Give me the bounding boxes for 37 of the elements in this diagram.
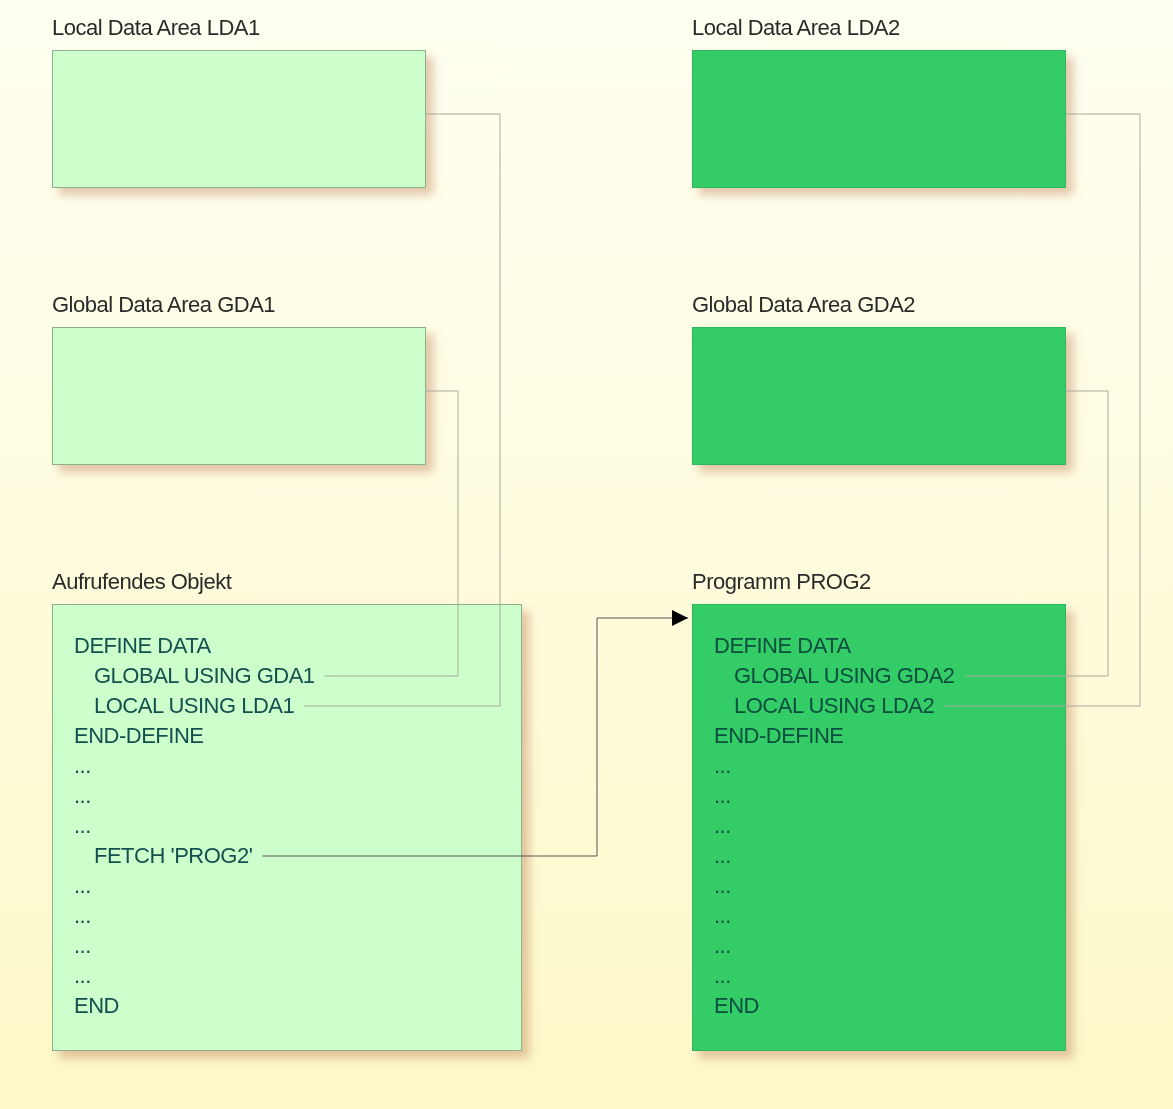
code-line: ... [74,752,91,780]
code-line: ... [714,902,731,930]
code-line: ... [714,782,731,810]
box-heading: Programm PROG2 [692,568,871,596]
code-line: ... [714,962,731,990]
code-line: ... [714,812,731,840]
code-line: ... [714,752,731,780]
code-line: DEFINE DATA [74,632,211,660]
code-line: END-DEFINE [714,722,844,750]
code-line: LOCAL USING LDA1 [94,692,295,720]
box-heading: Local Data Area LDA1 [52,14,260,42]
code-line: END [74,992,119,1020]
box-heading: Local Data Area LDA2 [692,14,900,42]
code-line: END-DEFINE [74,722,204,750]
code-line: ... [714,932,731,960]
code-line: GLOBAL USING GDA2 [734,662,955,690]
code-line: LOCAL USING LDA2 [734,692,935,720]
code-line: ... [74,962,91,990]
connector-line [303,113,501,707]
box-heading: Global Data Area GDA2 [692,291,916,319]
code-line: ... [74,932,91,960]
box-heading: Global Data Area GDA1 [52,291,276,319]
code-line: ... [714,842,731,870]
code-line: ... [714,872,731,900]
arrow [261,610,689,857]
box-heading: Aufrufendes Objekt [52,568,232,596]
code-line: ... [74,782,91,810]
code-line: ... [74,902,91,930]
connector-line [964,390,1109,677]
code-line: ... [74,812,91,840]
code-line: END [714,992,759,1020]
connector-line [943,113,1141,707]
connector-line [324,390,459,677]
code-line: FETCH 'PROG2' [94,842,253,870]
code-line: GLOBAL USING GDA1 [94,662,315,690]
code-line: DEFINE DATA [714,632,851,660]
code-line: ... [74,872,91,900]
